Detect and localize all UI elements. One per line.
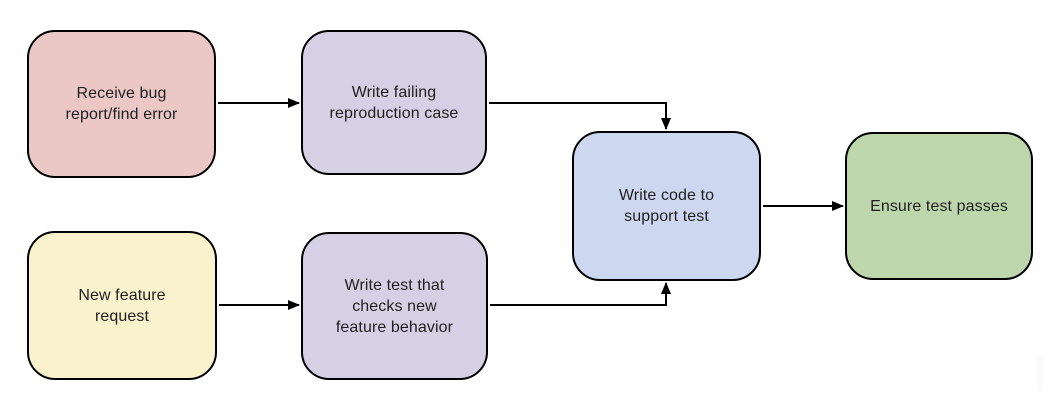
node-receive-bug-label: Receive bug report/find error bbox=[65, 85, 178, 123]
node-ensure-test-passes-label: Ensure test passes bbox=[870, 197, 1008, 215]
node-write-code[interactable]: Write code to support test bbox=[572, 131, 761, 281]
node-receive-bug[interactable]: Receive bug report/find error bbox=[27, 30, 216, 178]
node-write-failing-repro[interactable]: Write failing reproduction case bbox=[301, 30, 487, 175]
edge-write-failing-repro-to-write-code bbox=[489, 102, 671, 130]
node-write-failing-repro-label: Write failing reproduction case bbox=[329, 83, 459, 122]
node-write-test-checks[interactable]: Write test that checks new feature behav… bbox=[301, 232, 488, 380]
edge-write-test-checks-to-write-code bbox=[490, 282, 671, 306]
node-new-feature-request-label: New feature request bbox=[78, 286, 166, 325]
node-write-code-label: Write code to support test bbox=[618, 187, 715, 225]
node-write-test-checks-label: Write test that checks new feature behav… bbox=[335, 276, 454, 336]
scrollbar-thumb[interactable] bbox=[1036, 355, 1044, 391]
node-ensure-test-passes[interactable]: Ensure test passes bbox=[845, 132, 1033, 280]
node-new-feature-request[interactable]: New feature request bbox=[27, 231, 217, 380]
